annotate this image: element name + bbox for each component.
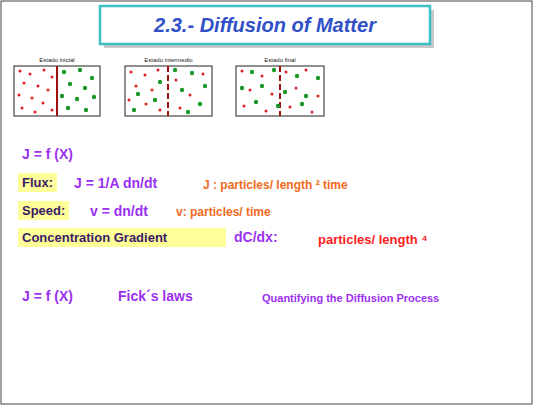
slide-title: 2.3.- Diffusion of Matter	[100, 6, 430, 44]
title-frame	[100, 6, 430, 44]
formula-text: Fick´s laws	[118, 287, 193, 305]
formula-text: v: particles/ time	[176, 203, 271, 221]
particle-panel: Estado inicial	[14, 56, 100, 116]
band-label: Concentration Gradient	[22, 229, 222, 246]
particle-panel	[14, 66, 100, 116]
highlight-band: Speed:	[18, 201, 69, 220]
panel-label: Estado inicial	[14, 56, 100, 64]
highlight-band: Flux:	[18, 173, 57, 192]
particle-panel	[125, 66, 212, 116]
formula-text: Quantifying the Diffusion Process	[262, 289, 439, 307]
particle-panel: Estado intermedio	[125, 56, 212, 116]
formula-text: dC/dx:	[234, 228, 278, 246]
highlight-band: Concentration Gradient	[18, 228, 226, 247]
band-label: Flux:	[22, 174, 53, 191]
particle-panel: Estado final	[236, 56, 324, 116]
particle-panel	[236, 66, 324, 116]
band-label: Speed:	[22, 202, 65, 219]
formula-text: v = dn/dt	[90, 202, 148, 220]
panel-label: Estado intermedio	[125, 56, 212, 64]
formula-text: J : particles/ length ² time	[203, 176, 348, 194]
panel-label: Estado final	[236, 56, 324, 64]
formula-text: J = 1/A dn/dt	[74, 174, 157, 192]
formula-text: particles/ length ⁴	[318, 231, 428, 249]
formula-text: J = f (X)	[22, 287, 73, 305]
formula-text: J = f (X)	[22, 145, 73, 163]
